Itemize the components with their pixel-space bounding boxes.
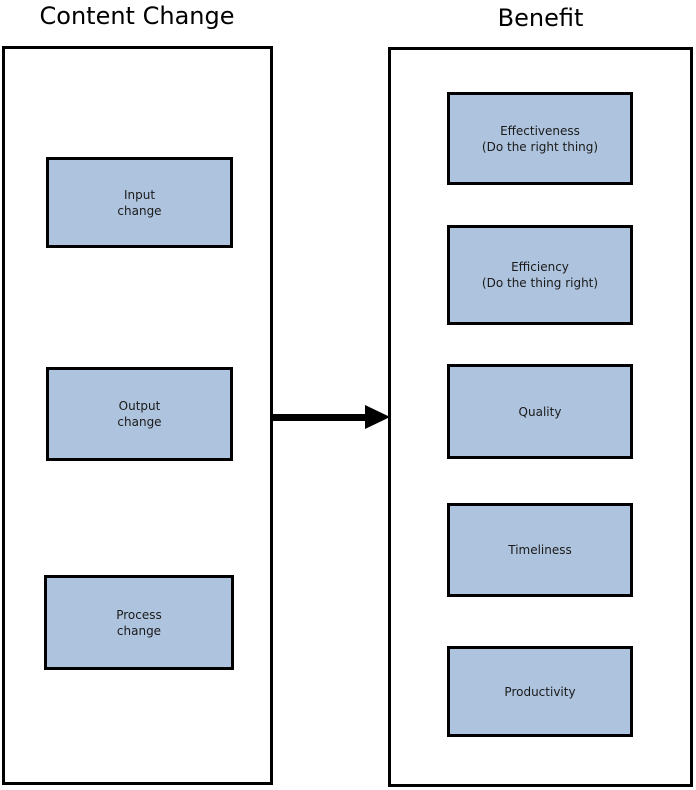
box-label-line: change — [117, 415, 162, 429]
box-label-line: Input — [123, 187, 156, 202]
flow-arrow-head-icon — [365, 405, 390, 429]
benefit-container: Effectiveness (Do the right thing) Effic… — [388, 47, 693, 787]
box-label-line: change — [116, 623, 162, 638]
box-label-line: Effectiveness — [500, 123, 580, 138]
benefit-title: Benefit — [497, 4, 584, 32]
effectiveness-box: Effectiveness (Do the right thing) — [447, 92, 633, 185]
box-label-line: (Do the thing right) — [481, 276, 599, 290]
output-change-box: Output change — [46, 367, 233, 461]
box-label-line: (Do the right thing) — [481, 139, 599, 154]
quality-box: Quality — [447, 364, 633, 459]
timeliness-box: Timeliness — [447, 503, 633, 597]
box-label-line: Efficiency — [511, 260, 569, 274]
process-change-box: Process change — [44, 575, 234, 670]
box-label-line: Timeliness — [508, 543, 572, 557]
efficiency-box: Efficiency (Do the thing right) — [447, 225, 633, 325]
box-label-line: change — [117, 203, 162, 218]
input-change-box: Input change — [46, 157, 233, 248]
box-label-line: Productivity — [504, 684, 576, 699]
content-change-container: Input change Output change Process chang… — [2, 46, 273, 785]
box-label-line: Process — [116, 607, 162, 622]
box-label-line: Quality — [518, 404, 562, 419]
flow-arrow-shaft — [273, 414, 367, 421]
content-change-title: Content Change — [39, 2, 235, 30]
productivity-box: Productivity — [447, 646, 633, 737]
box-label-line: Output — [118, 399, 161, 413]
